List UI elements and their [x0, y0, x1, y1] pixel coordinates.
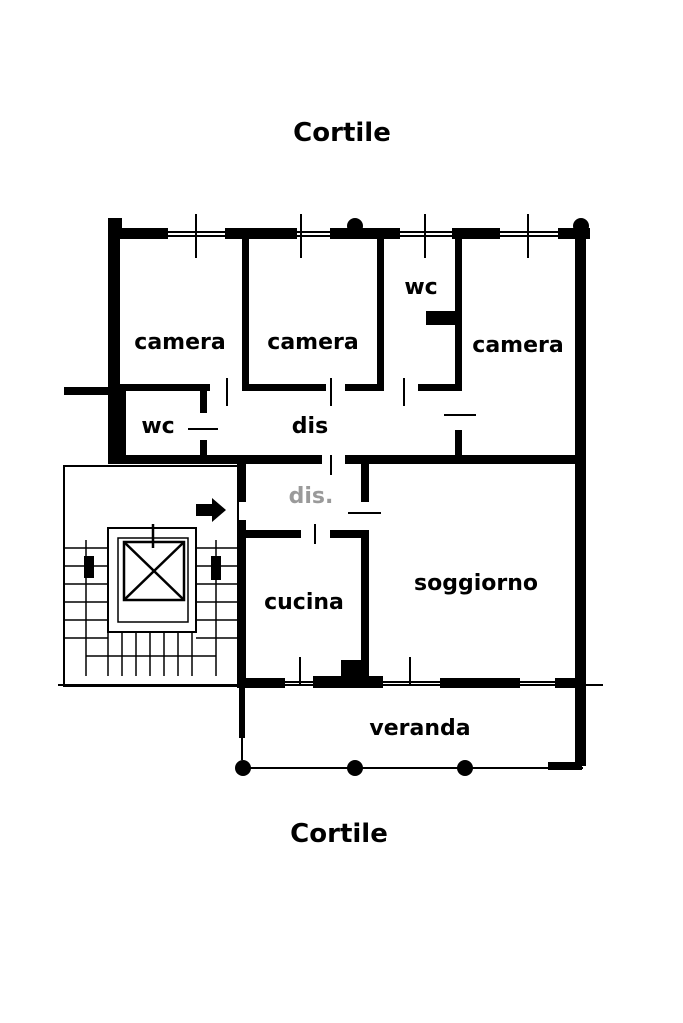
courtyard-label-bottom: Cortile: [290, 819, 388, 849]
entrance-arrow-icon: [196, 498, 226, 522]
courtyard-label-top: Cortile: [293, 118, 391, 148]
room-label-dis-entry: dis.: [289, 484, 334, 509]
room-label-dis-hall: dis: [292, 414, 328, 439]
room-label-camera-3: camera: [472, 333, 563, 358]
room-label-soggiorno: soggiorno: [414, 571, 538, 596]
room-label-veranda: veranda: [369, 716, 470, 741]
room-label-cucina: cucina: [264, 590, 344, 615]
room-label-camera-1: camera: [134, 330, 225, 355]
walls: [58, 214, 603, 776]
room-label-wc-top: wc: [404, 275, 437, 300]
room-label-camera-2: camera: [267, 330, 358, 355]
room-label-wc-left: wc: [141, 414, 174, 439]
staircase-icon: [63, 465, 239, 687]
elevator-icon: [122, 524, 186, 602]
